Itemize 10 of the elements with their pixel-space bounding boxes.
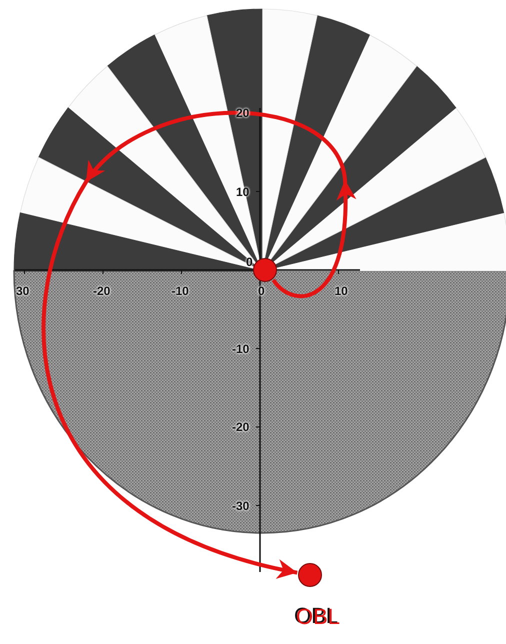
spiral-arrow: [42, 110, 356, 579]
tick-label: 10: [334, 284, 348, 298]
tick-label: -10: [232, 342, 250, 356]
dot-marker: [298, 563, 322, 587]
tick-label: -20: [232, 420, 250, 434]
tick-label: -20: [93, 284, 110, 298]
point-label: OBL: [296, 605, 340, 629]
tick-label: -10: [172, 284, 189, 298]
tick-label: -30: [232, 498, 250, 512]
tick-label: 30: [16, 284, 30, 298]
